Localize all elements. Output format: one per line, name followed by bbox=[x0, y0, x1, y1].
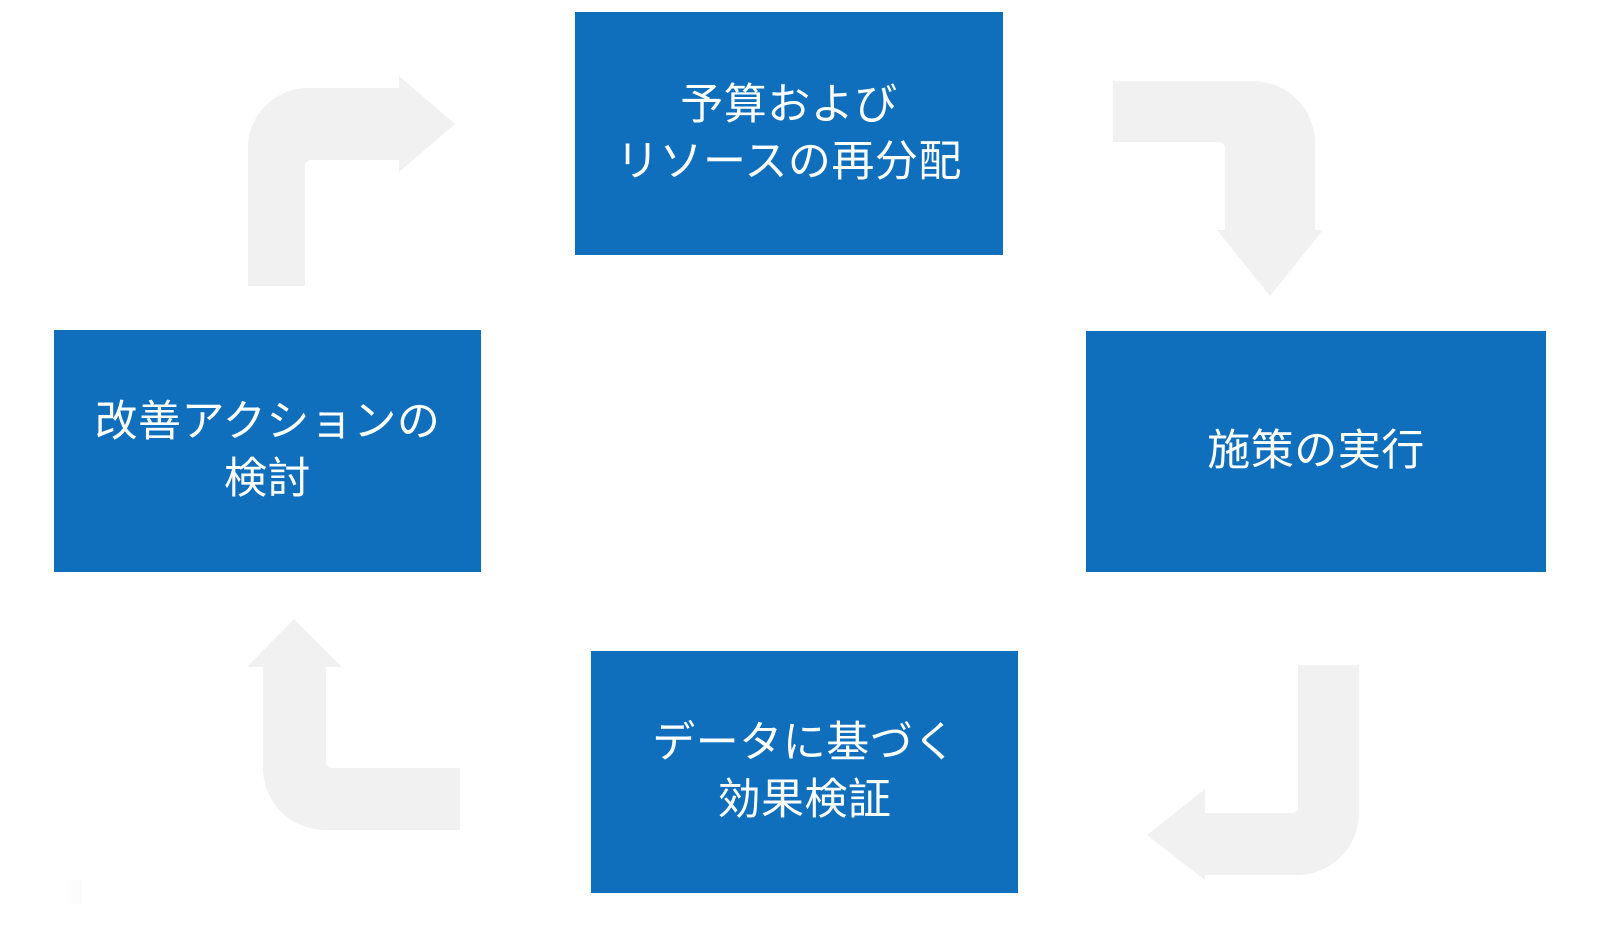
cycle-node-label: 改善アクションの 検討 bbox=[94, 398, 441, 503]
corner-artifact bbox=[68, 880, 82, 904]
bent-arrow-down-left-icon bbox=[1147, 665, 1359, 880]
cycle-node-budget-resource-reallocation[interactable]: 予算および リソースの再分配 bbox=[575, 12, 1003, 255]
bent-arrow-up-right-icon bbox=[243, 76, 468, 286]
cycle-node-label: 予算および リソースの再分配 bbox=[616, 80, 962, 186]
cycle-node-policy-execution[interactable]: 施策の実行 bbox=[1086, 331, 1546, 572]
cycle-node-label: データに基づく 効果検証 bbox=[652, 719, 957, 824]
cycle-node-label: 施策の実行 bbox=[1207, 427, 1425, 476]
bent-arrow-right-down-icon bbox=[1113, 78, 1323, 300]
bent-arrow-left-up-icon bbox=[247, 619, 460, 830]
cycle-node-data-driven-verification[interactable]: データに基づく 効果検証 bbox=[591, 651, 1018, 893]
cycle-node-improvement-action-review[interactable]: 改善アクションの 検討 bbox=[54, 330, 481, 572]
